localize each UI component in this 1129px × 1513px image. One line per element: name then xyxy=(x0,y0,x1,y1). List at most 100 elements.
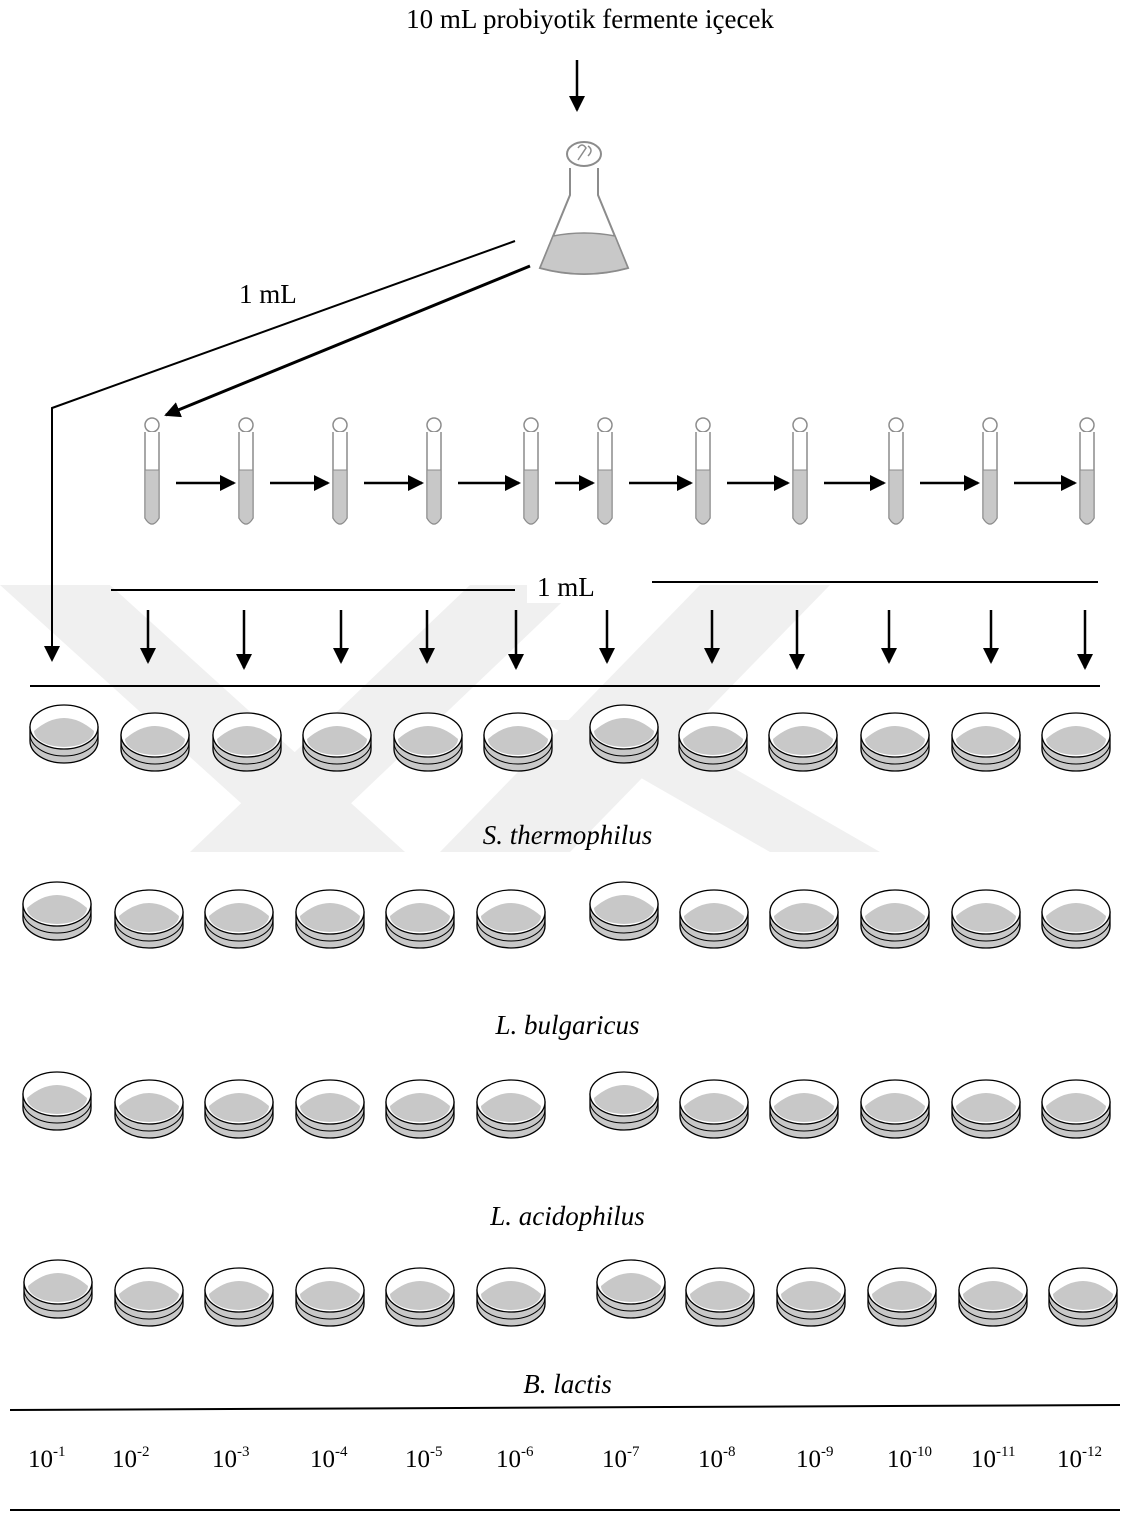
dilution-base: 10 xyxy=(1057,1446,1082,1473)
petri-dish xyxy=(860,889,930,949)
transfer-line-to-first-plate xyxy=(44,240,516,662)
dilution-base: 10 xyxy=(310,1446,335,1473)
petri-agar xyxy=(956,726,1016,755)
petri-rim xyxy=(860,918,930,942)
dilution-label: 10-3 xyxy=(212,1444,250,1474)
petri-dish xyxy=(385,889,455,949)
petri-dish xyxy=(22,881,92,941)
petri-dish xyxy=(860,712,930,772)
petri-agar xyxy=(594,895,654,924)
petri-rim xyxy=(204,918,274,942)
petri-rim xyxy=(204,1296,274,1320)
petri-rim xyxy=(679,918,749,942)
petri-agar xyxy=(1046,903,1106,932)
petri-dish xyxy=(596,1259,666,1319)
petri-rim xyxy=(860,1108,930,1132)
flask-liquid xyxy=(538,232,630,275)
petri-agar xyxy=(119,1281,179,1310)
petri-rim xyxy=(769,918,839,942)
petri-dish xyxy=(679,1079,749,1139)
transfer-volume-label-top: 1 mL xyxy=(239,279,297,310)
petri-dish xyxy=(685,1267,755,1327)
petri-rim xyxy=(860,741,930,765)
species-label-l-acidophilus: L. acidophilus xyxy=(490,1201,645,1231)
flask-stopper xyxy=(566,141,602,167)
species-label-b-lactis: B. lactis xyxy=(523,1369,612,1399)
petri-dish xyxy=(776,1267,846,1327)
dilution-exponent: -4 xyxy=(335,1443,348,1460)
petri-agar xyxy=(27,895,87,924)
petri-dish xyxy=(295,889,365,949)
petri-dish xyxy=(589,1071,659,1131)
petri-agar xyxy=(27,1085,87,1114)
petri-rim xyxy=(22,1100,92,1124)
petri-rim xyxy=(120,741,190,765)
dilution-tube xyxy=(888,417,904,525)
dilution-exponent: -10 xyxy=(912,1443,932,1460)
petri-rim xyxy=(679,1108,749,1132)
petri-dish xyxy=(951,889,1021,949)
dilution-tube xyxy=(1079,417,1095,525)
petri-dish xyxy=(476,1079,546,1139)
dilution-base: 10 xyxy=(698,1446,723,1473)
petri-rim xyxy=(589,1100,659,1124)
dilution-exponent: -9 xyxy=(821,1443,834,1460)
tube-liquid xyxy=(332,469,348,525)
petri-rim xyxy=(589,910,659,934)
petri-rim xyxy=(589,733,659,757)
petri-rim xyxy=(114,1108,184,1132)
petri-dish xyxy=(951,712,1021,772)
petri-dish xyxy=(295,1267,365,1327)
petri-dish xyxy=(867,1267,937,1327)
petri-agar xyxy=(594,718,654,747)
petri-agar xyxy=(1046,726,1106,755)
dilution-exponent: -11 xyxy=(996,1443,1016,1460)
petri-rim xyxy=(867,1296,937,1320)
petri-dish xyxy=(769,1079,839,1139)
tube-liquid xyxy=(238,469,254,525)
tube-liquid xyxy=(523,469,539,525)
species-label-l-bulgaricus: L. bulgaricus xyxy=(495,1010,640,1040)
petri-dish xyxy=(483,712,553,772)
petri-dish xyxy=(769,889,839,949)
petri-agar xyxy=(481,1093,541,1122)
petri-agar xyxy=(390,1281,450,1310)
watermark-stroke xyxy=(190,585,580,852)
petri-dish xyxy=(476,1267,546,1327)
petri-dish xyxy=(951,1079,1021,1139)
petri-rim xyxy=(212,741,282,765)
petri-rim xyxy=(476,918,546,942)
petri-rim xyxy=(204,1108,274,1132)
petri-rim xyxy=(29,733,99,757)
petri-dish xyxy=(22,1071,92,1131)
petri-agar xyxy=(119,1093,179,1122)
petri-dish xyxy=(860,1079,930,1139)
petri-rim xyxy=(22,910,92,934)
petri-agar xyxy=(307,726,367,755)
dilution-tube xyxy=(597,417,613,525)
petri-rim xyxy=(769,1108,839,1132)
dilution-tube xyxy=(238,417,254,525)
petri-agar xyxy=(865,903,925,932)
tube-liquid xyxy=(1079,469,1095,525)
petri-agar xyxy=(390,903,450,932)
dilution-base: 10 xyxy=(496,1446,521,1473)
petri-agar xyxy=(217,726,277,755)
tube-liquid xyxy=(695,469,711,525)
dilution-base: 10 xyxy=(796,1446,821,1473)
tube-liquid xyxy=(597,469,613,525)
petri-rim xyxy=(295,1296,365,1320)
dilution-exponent: -5 xyxy=(430,1443,443,1460)
dilution-label: 10-11 xyxy=(971,1443,1016,1474)
petri-rim xyxy=(114,918,184,942)
petri-rim xyxy=(483,741,553,765)
petri-agar xyxy=(684,903,744,932)
petri-dish xyxy=(385,1267,455,1327)
petri-rim xyxy=(958,1296,1028,1320)
petri-agar xyxy=(1046,1093,1106,1122)
tube-liquid xyxy=(144,469,160,525)
petri-agar xyxy=(300,903,360,932)
